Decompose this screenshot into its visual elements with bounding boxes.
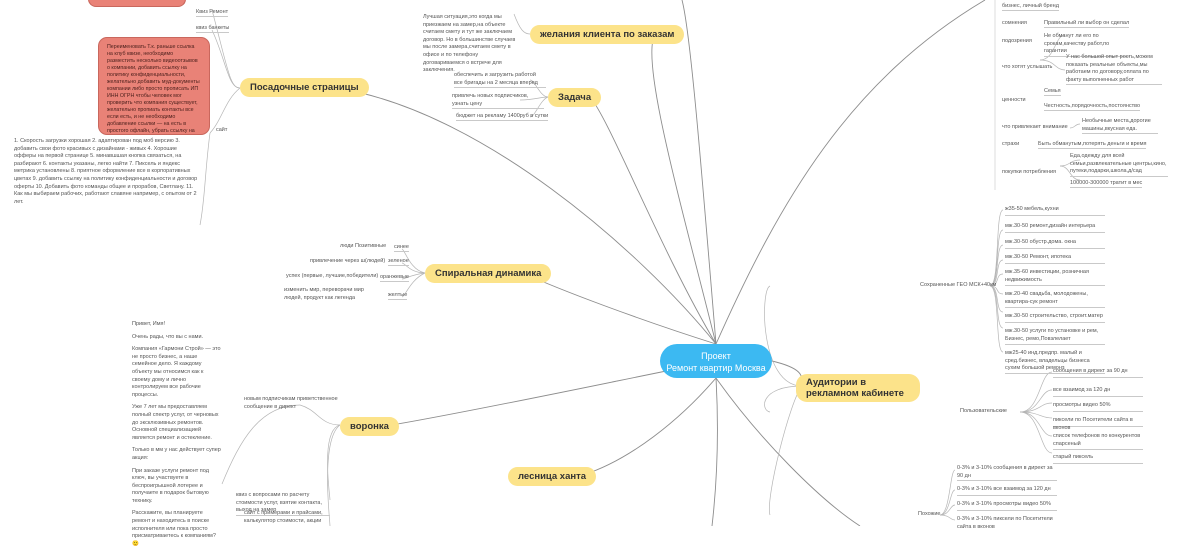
- custom-audience-item[interactable]: старый пиксель: [1053, 454, 1143, 464]
- spiral-left-1: люди Позитивные: [340, 243, 387, 249]
- wishes-text: Лучшая ситуация,это когда мы приезжаем н…: [423, 14, 516, 74]
- topic-task[interactable]: Задача: [548, 88, 602, 107]
- funnel-welcome-label[interactable]: новым подписчикам приветственное сообщен…: [244, 396, 338, 410]
- saved-audience-item[interactable]: ж35-50 мебель,кухни: [1005, 206, 1105, 216]
- persona-spending[interactable]: 100000-300000 тратит в мес: [1070, 180, 1143, 188]
- persona-value-honesty[interactable]: Честность,порядочность,постоянство: [1044, 103, 1141, 111]
- custom-audience-item[interactable]: список телефонов по конкурентов спарсены…: [1053, 433, 1143, 450]
- funnel-welcome-message: Привет, Имя! Очень рады, что вы с нами. …: [132, 321, 222, 548]
- saved-audience-item[interactable]: мж.20-40 свадьба, молодожены, квартира-с…: [1005, 291, 1105, 308]
- spiral-left-2: привлечение через ш(людей): [310, 258, 386, 264]
- spiral-color-yellow[interactable]: желтые: [388, 292, 408, 300]
- persona-fears[interactable]: Быть обманутым,потерять деньги и время: [1038, 141, 1147, 149]
- persona-doubts[interactable]: Правильный ли выбор он сделал: [1044, 20, 1130, 28]
- topic-landing-pages[interactable]: Посадочные страницы: [240, 78, 369, 97]
- task-item-1[interactable]: обеспечить и загрузить работой все брига…: [454, 72, 546, 89]
- spiral-color-blue[interactable]: синее: [394, 244, 409, 252]
- persona-label-values: ценности: [1002, 97, 1026, 103]
- persona-business[interactable]: бизнес, личный бренд: [1002, 3, 1059, 11]
- saved-audience-item[interactable]: мж.30-50 Ремонт, ипотека: [1005, 254, 1105, 264]
- note-card-top: [88, 0, 186, 7]
- topic-funnel[interactable]: воронка: [340, 417, 399, 436]
- branch-quiz-banquets[interactable]: квиз банкеты: [196, 25, 230, 33]
- message-line: Компания «Гармони Строй» — это не просто…: [132, 346, 221, 398]
- funnel-item-site[interactable]: сайт с примерами и прайсами, калькулятор…: [244, 510, 323, 524]
- saved-audience-item[interactable]: мж.30-50 строительство, строит.матер: [1005, 313, 1105, 323]
- task-item-3[interactable]: бюджет на рекламу 1400руб в сутки: [456, 113, 549, 121]
- lookalike-item[interactable]: 0-3% и 3-10% все взаимод за 120 дн: [957, 486, 1057, 496]
- custom-audience-item[interactable]: все взаимод за 120 дн: [1053, 387, 1143, 397]
- saved-audience-item[interactable]: мж25-40 инд.предпр. малый и сред.бизнес,…: [1005, 350, 1105, 374]
- message-line: Только в мм у нас действует супер акция:: [132, 447, 221, 461]
- persona-want-to-hear[interactable]: У нас большой опыт рость,можем показать …: [1066, 54, 1162, 86]
- custom-audience-item[interactable]: просмотры видео 50%: [1053, 402, 1143, 412]
- custom-audience-list: сообщения в директ за 90 дн все взаимод …: [1053, 368, 1143, 464]
- spiral-left-4: изменить мир, переворачи мир людей, прод…: [284, 287, 364, 301]
- custom-audience-item[interactable]: сообщения в директ за 90 дн: [1053, 368, 1143, 378]
- topic-ad-audiences[interactable]: Аудитории в рекламном кабинете: [796, 374, 920, 402]
- saved-audience-item[interactable]: мж.30-50 обустр.дома. окна: [1005, 239, 1105, 249]
- topic-client-wishes[interactable]: желания клиента по заказам: [530, 25, 685, 44]
- persona-attention[interactable]: Необычные места,дорогие машины,вкусная е…: [1082, 118, 1158, 135]
- branch-quiz-renovation[interactable]: Квиз Ремонт: [196, 9, 229, 17]
- spiral-left-3: успех (первые, лучшие,победители): [286, 273, 379, 279]
- persona-value-family[interactable]: Семья: [1044, 88, 1061, 96]
- central-title: Проект: [701, 351, 731, 361]
- task-item-2[interactable]: привлечь новых подписчиков, узнать цену: [452, 93, 544, 110]
- message-line: Уже 7 лет мы предоставляем полный спектр…: [132, 404, 219, 441]
- spiral-color-green[interactable]: зеленое: [388, 258, 409, 266]
- branch-site[interactable]: сайт: [216, 127, 228, 133]
- saved-audience-item[interactable]: мж.30-50 ремонт,дизайн интерьера: [1005, 223, 1105, 233]
- message-line: Расскажите, вы планируете ремонт и наход…: [132, 510, 216, 547]
- lookalike-item[interactable]: 0-3% и 3-10% сообщения в директ за 90 дн: [957, 465, 1057, 481]
- central-node[interactable]: Проект Ремонт квартир Москва: [660, 344, 772, 378]
- site-fix-note: Переименовать Т.к. раньше ссылка на клуб…: [98, 37, 210, 135]
- custom-audience-item[interactable]: пиксели по Посетители сайта в вконов: [1053, 417, 1143, 431]
- site-audit-list: 1. Скорость загрузки хорошая 2. адаптиро…: [14, 138, 198, 205]
- lookalike-item[interactable]: 0-3% и 3-10% просмотры видео 50%: [957, 501, 1057, 511]
- message-line: Привет, Имя!: [132, 321, 166, 327]
- site-fix-note-text: Переименовать Т.к. раньше ссылка на клуб…: [107, 44, 200, 134]
- spiral-color-orange[interactable]: оранжевые: [380, 274, 409, 282]
- saved-audience-list: ж35-50 мебель,кухни мж.30-50 ремонт,диза…: [1005, 206, 1105, 374]
- persona-suspicion[interactable]: Не обманут ли его по срокам,качеству раб…: [1044, 33, 1130, 57]
- persona-purchases[interactable]: Еда,одежду для всей семьи,развлекательны…: [1070, 153, 1168, 177]
- funnel-item-quiz[interactable]: квиз с вопросами по расчету стоимости ус…: [236, 492, 330, 516]
- topic-hunt-ladder[interactable]: лесница ханта: [508, 467, 597, 486]
- aud-saved-geo[interactable]: Сохраненные ГЕО МСК+40км: [920, 282, 997, 288]
- lookalike-audience-list: 0-3% и 3-10% сообщения в директ за 90 дн…: [957, 465, 1057, 530]
- message-line: При заказе услуги ремонт под ключ, вы уч…: [132, 467, 209, 504]
- aud-custom[interactable]: Пользовательские: [960, 408, 1007, 414]
- persona-label-purchases: покупки потребления: [1002, 169, 1056, 175]
- persona-label-doubts: сомнения: [1002, 20, 1027, 26]
- message-line: Очень рады, что вы с нами.: [132, 333, 204, 340]
- saved-audience-item[interactable]: мж.30-50 услуги по установке и рем, Бизн…: [1005, 328, 1105, 345]
- saved-audience-item[interactable]: мж.35-60 инвестиции, розничная недвижимо…: [1005, 269, 1105, 286]
- persona-label-suspicion: подозрения: [1002, 38, 1032, 44]
- lookalike-item[interactable]: 0-3% и 3-10% пиксели по Посетители сайта…: [957, 516, 1053, 530]
- aud-lookalike[interactable]: Похожие: [918, 511, 941, 517]
- persona-label-want-to-hear: что хотят услышать: [1002, 64, 1053, 70]
- topic-spiral-dynamics[interactable]: Спиральная динамика: [425, 264, 552, 283]
- persona-label-fears: страхи: [1002, 141, 1020, 147]
- persona-label-attention: что привлекает внимание: [1002, 124, 1068, 130]
- central-subtitle: Ремонт квартир Москва: [666, 363, 766, 373]
